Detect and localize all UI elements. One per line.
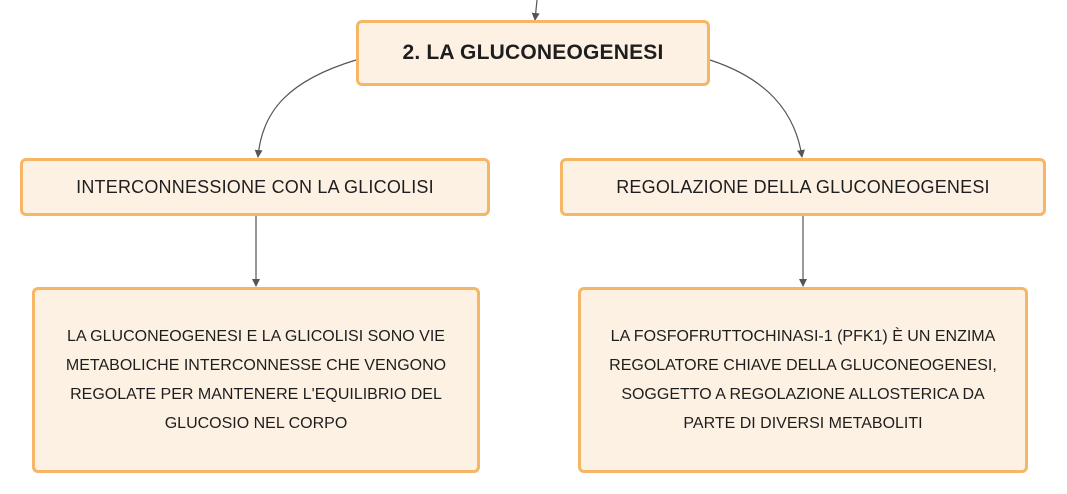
branch-node-regolazione[interactable]: REGOLAZIONE DELLA GLUCONEOGENESI [560,158,1046,216]
root-node[interactable]: 2. LA GLUCONEOGENESI [356,20,710,86]
branch-node-label: REGOLAZIONE DELLA GLUCONEOGENESI [616,176,990,197]
root-node-label: 2. LA GLUCONEOGENESI [402,41,664,64]
leaf-node-text: LA GLUCONEOGENESI E LA GLICOLISI SONO VI… [65,328,447,432]
connector-root-to-left-branch [254,59,357,158]
leaf-node-text: LA FOSFOFRUTTOCHINASI-1 (PFK1) È UN ENZI… [609,328,997,432]
leaf-node-regolazione-detail[interactable]: LA FOSFOFRUTTOCHINASI-1 (PFK1) È UN ENZI… [578,287,1028,473]
connector-incoming-root [531,0,540,21]
branch-node-label: INTERCONNESSIONE CON LA GLICOLISI [76,176,434,197]
connector-root-to-right-branch [709,59,805,158]
branch-node-interconnessione[interactable]: INTERCONNESSIONE CON LA GLICOLISI [20,158,490,216]
leaf-node-interconnessione-detail[interactable]: LA GLUCONEOGENESI E LA GLICOLISI SONO VI… [32,287,480,473]
